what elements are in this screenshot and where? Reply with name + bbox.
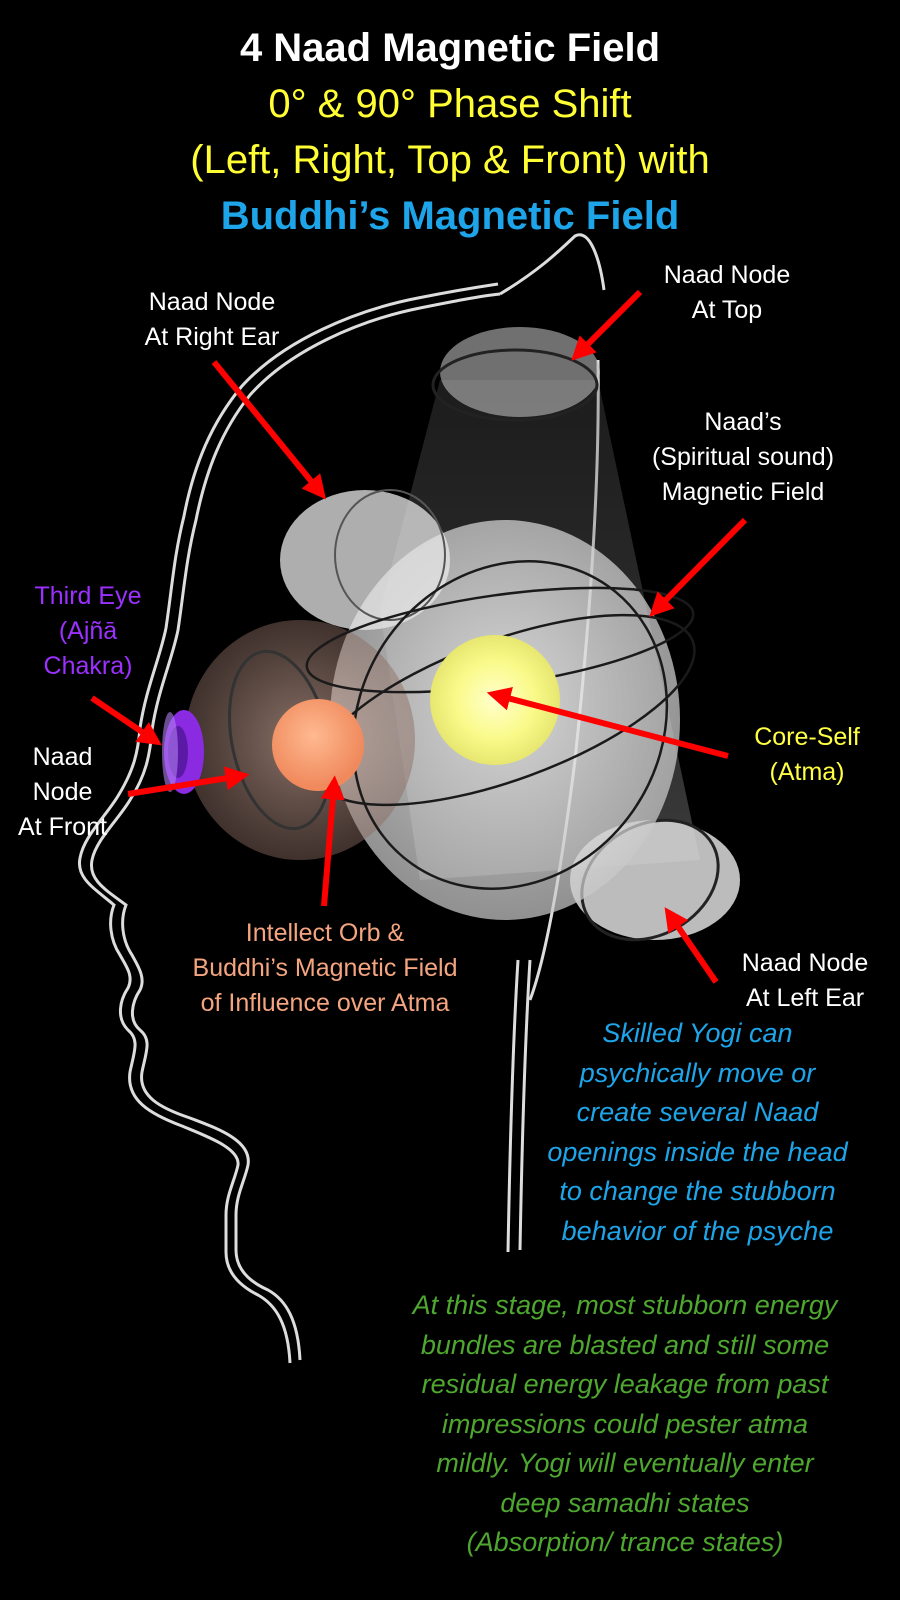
third-eye-icon	[162, 710, 204, 794]
core-self-orb	[430, 635, 560, 765]
title-line-2: 0° & 90° Phase Shift	[268, 82, 632, 126]
arrow-right-ear	[211, 360, 327, 500]
label-field: Naad’s (Spiritual sound) Magnetic Field	[651, 408, 835, 506]
arrow-intellect	[320, 775, 345, 907]
label-core-self: Core-Self (Atma)	[754, 723, 860, 786]
title-line-4: Buddhi’s Magnetic Field	[220, 194, 680, 238]
arrow-front	[127, 766, 250, 797]
top-node-ring	[431, 348, 599, 422]
title-block: 4 Naad Magnetic Field 0° & 90° Phase Shi…	[0, 20, 900, 244]
neck-line	[506, 959, 532, 1253]
note-yogi: Skilled Yogi can psychically move or cre…	[547, 1018, 848, 1246]
arrow-left-ear	[664, 907, 719, 984]
arrows	[90, 289, 748, 984]
label-top: Naad Node At Top	[663, 261, 791, 324]
arrow-top	[571, 289, 643, 361]
label-front: Naad Node At Front	[18, 743, 107, 841]
right-ear-node-disk	[280, 490, 450, 630]
label-intellect: Intellect Orb & Buddhi’s Magnetic Field …	[192, 919, 458, 1017]
arrow-core-self	[486, 687, 729, 759]
right-ear-node-ring	[334, 489, 446, 621]
label-left-ear: Naad Node At Left Ear	[741, 949, 869, 1012]
head-outline	[77, 282, 501, 1364]
label-right-ear: Naad Node At Right Ear	[144, 288, 280, 351]
arrow-third-eye	[90, 695, 162, 746]
title-line-1: 4 Naad Magnetic Field	[239, 26, 661, 70]
note-stage: At this stage, most stubborn energy bund…	[412, 1290, 838, 1557]
label-third-eye: Third Eye (Ajñā Chakra)	[34, 582, 142, 680]
title-line-3: (Left, Right, Top & Front) with	[190, 138, 710, 182]
arrow-field	[649, 517, 748, 617]
intellect-orb	[272, 699, 364, 791]
top-node-disk	[440, 327, 600, 417]
